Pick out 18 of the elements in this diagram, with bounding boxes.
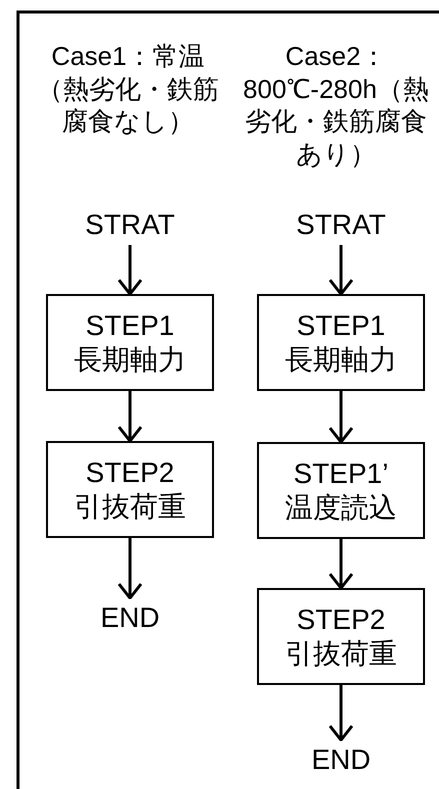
arrow [328, 391, 354, 444]
process-box: STEP2 引抜荷重 [257, 588, 425, 685]
arrow [118, 538, 142, 600]
column-heading: Case1：常温（熱劣化・鉄筋腐食なし） [36, 40, 220, 138]
arrow [328, 539, 354, 590]
terminal-text: END [286, 740, 396, 780]
arrow [328, 245, 354, 296]
process-box: STEP1 長期軸力 [257, 294, 425, 391]
process-box: STEP2 引抜荷重 [46, 441, 214, 538]
arrow [328, 685, 354, 742]
terminal-text: END [75, 598, 185, 638]
process-box: STEP1’ 温度読込 [257, 442, 425, 539]
column-heading: Case2：800℃-280h（熱劣化・鉄筋腐食あり） [242, 40, 430, 170]
process-box: STEP1 長期軸力 [46, 294, 214, 391]
arrow [118, 245, 142, 296]
terminal-text: STRAT [65, 205, 195, 245]
arrow [118, 391, 142, 442]
terminal-text: STRAT [276, 205, 406, 245]
